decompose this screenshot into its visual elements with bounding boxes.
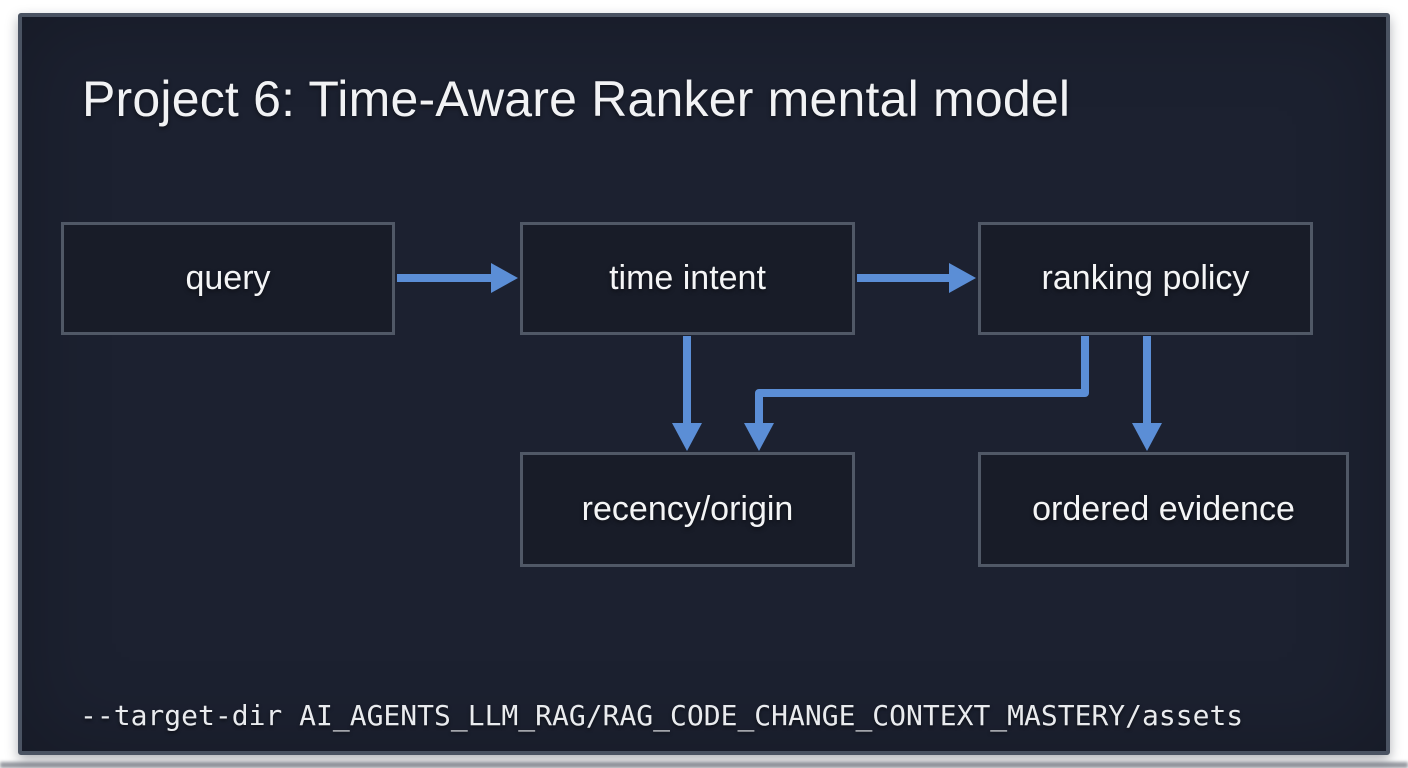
node-ordered-evidence-label: ordered evidence <box>1032 490 1295 528</box>
cli-command-text: --target-dir AI_AGENTS_LLM_RAG/RAG_CODE_… <box>80 699 1244 732</box>
node-recency-origin-label: recency/origin <box>581 490 794 528</box>
slide-panel: Project 6: Time-Aware Ranker mental mode… <box>18 13 1390 755</box>
node-ranking-policy-label: ranking policy <box>1041 259 1250 297</box>
node-query-label: query <box>185 259 271 297</box>
node-time-intent: time intent <box>520 222 855 335</box>
node-ordered-evidence: ordered evidence <box>978 452 1349 567</box>
bottom-edge-shadow <box>0 762 1408 768</box>
node-recency-origin: recency/origin <box>520 452 855 567</box>
node-ranking-policy: ranking policy <box>978 222 1313 335</box>
node-time-intent-label: time intent <box>609 259 766 297</box>
slide-title: Project 6: Time-Aware Ranker mental mode… <box>82 71 1071 127</box>
node-query: query <box>61 222 395 335</box>
